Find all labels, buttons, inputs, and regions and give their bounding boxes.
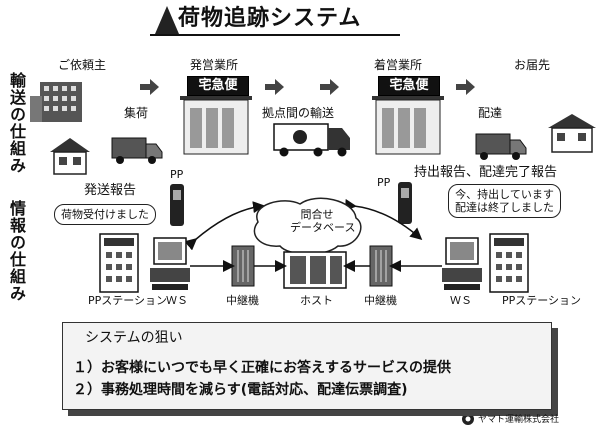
- pp-label-right: PP: [377, 176, 391, 189]
- bubble-right-line1: 今、持出しています: [455, 188, 554, 201]
- node-ws-right: ＷＳ: [450, 294, 472, 307]
- workstation-right-icon: [442, 237, 482, 290]
- goal-item-2: ２）事務処理時間を減らす(電話対応、配達伝票調査): [73, 382, 408, 398]
- database-bubble-text: 問合せ データベース: [290, 208, 356, 234]
- pp-station-right-icon: [489, 233, 529, 293]
- stage-origin-office: 発営業所: [190, 58, 239, 72]
- goals-heading: システムの狙い: [85, 330, 183, 346]
- yamato-logo-icon: [462, 413, 474, 425]
- goal-item-1: １）お客様にいつでも早く正確にお答えするサービスの提供: [73, 360, 451, 376]
- relay-left-icon: [231, 245, 255, 287]
- house-icon: [50, 138, 90, 175]
- origin-office-sign: 宅急便: [187, 76, 249, 96]
- title-underline: [150, 34, 400, 36]
- pp-handheld-left-icon: [170, 184, 184, 226]
- truck-icon: [273, 123, 350, 157]
- workstation-left-icon: [150, 237, 190, 290]
- host-computer-icon: [283, 251, 347, 289]
- bubble-right-line2: 配達は終了しました: [455, 201, 554, 214]
- database-bubble: [253, 197, 362, 255]
- stage-dest-office: 着営業所: [374, 58, 423, 72]
- node-relay-right: 中継機: [364, 294, 397, 307]
- database-line2: データベース: [290, 221, 356, 234]
- title-triangle-icon: [155, 6, 179, 34]
- stage-client: ご依頼主: [58, 58, 107, 72]
- report-dispatch: 発送報告: [84, 183, 137, 198]
- node-pp-station-right: PPステーション: [502, 294, 582, 307]
- company-name: ヤマト運輸株式会社: [478, 415, 560, 425]
- pickup-van-icon: [111, 137, 163, 164]
- node-host: ホスト: [300, 294, 333, 307]
- origin-office-building-icon: [180, 96, 252, 155]
- dest-office-building-icon: [372, 96, 444, 155]
- node-pp-station-left: PPステーション: [88, 294, 168, 307]
- apartment-building-icon: [30, 82, 82, 122]
- stage-recipient: お届先: [514, 58, 551, 72]
- system-goals-box: システムの狙い １）お客様にいつでも早く正確にお答えするサービスの提供 ２）事務…: [62, 322, 552, 410]
- pp-station-left-icon: [99, 233, 139, 293]
- relay-right-icon: [369, 245, 393, 287]
- recipient-house-icon: [548, 114, 596, 153]
- node-relay-left: 中継機: [226, 294, 259, 307]
- speech-bubble-right: 今、持出しています 配達は終了しました: [448, 184, 561, 218]
- page-title: 荷物追跡システム: [178, 6, 362, 31]
- bubble-left-text: 荷物受付けました: [61, 208, 149, 221]
- speech-bubble-left: 荷物受付けました: [54, 204, 156, 225]
- step-delivery: 配達: [478, 106, 503, 120]
- transport-arrows: [140, 79, 475, 95]
- side-label-transport: 輸送の仕組み: [7, 72, 26, 174]
- side-label-info: 情報の仕組み: [7, 200, 26, 302]
- step-hub-transport: 拠点間の輸送: [262, 106, 335, 120]
- report-outgoing: 持出報告、配達完了報告: [414, 165, 558, 180]
- dest-office-sign: 宅急便: [378, 76, 440, 96]
- delivery-van-icon: [475, 133, 527, 160]
- database-line1: 問合せ: [300, 208, 334, 221]
- pp-label-left: PP: [170, 168, 184, 181]
- pp-handheld-right-icon: [398, 182, 412, 224]
- step-pickup: 集荷: [124, 106, 149, 120]
- node-ws-left: ＷＳ: [166, 294, 188, 307]
